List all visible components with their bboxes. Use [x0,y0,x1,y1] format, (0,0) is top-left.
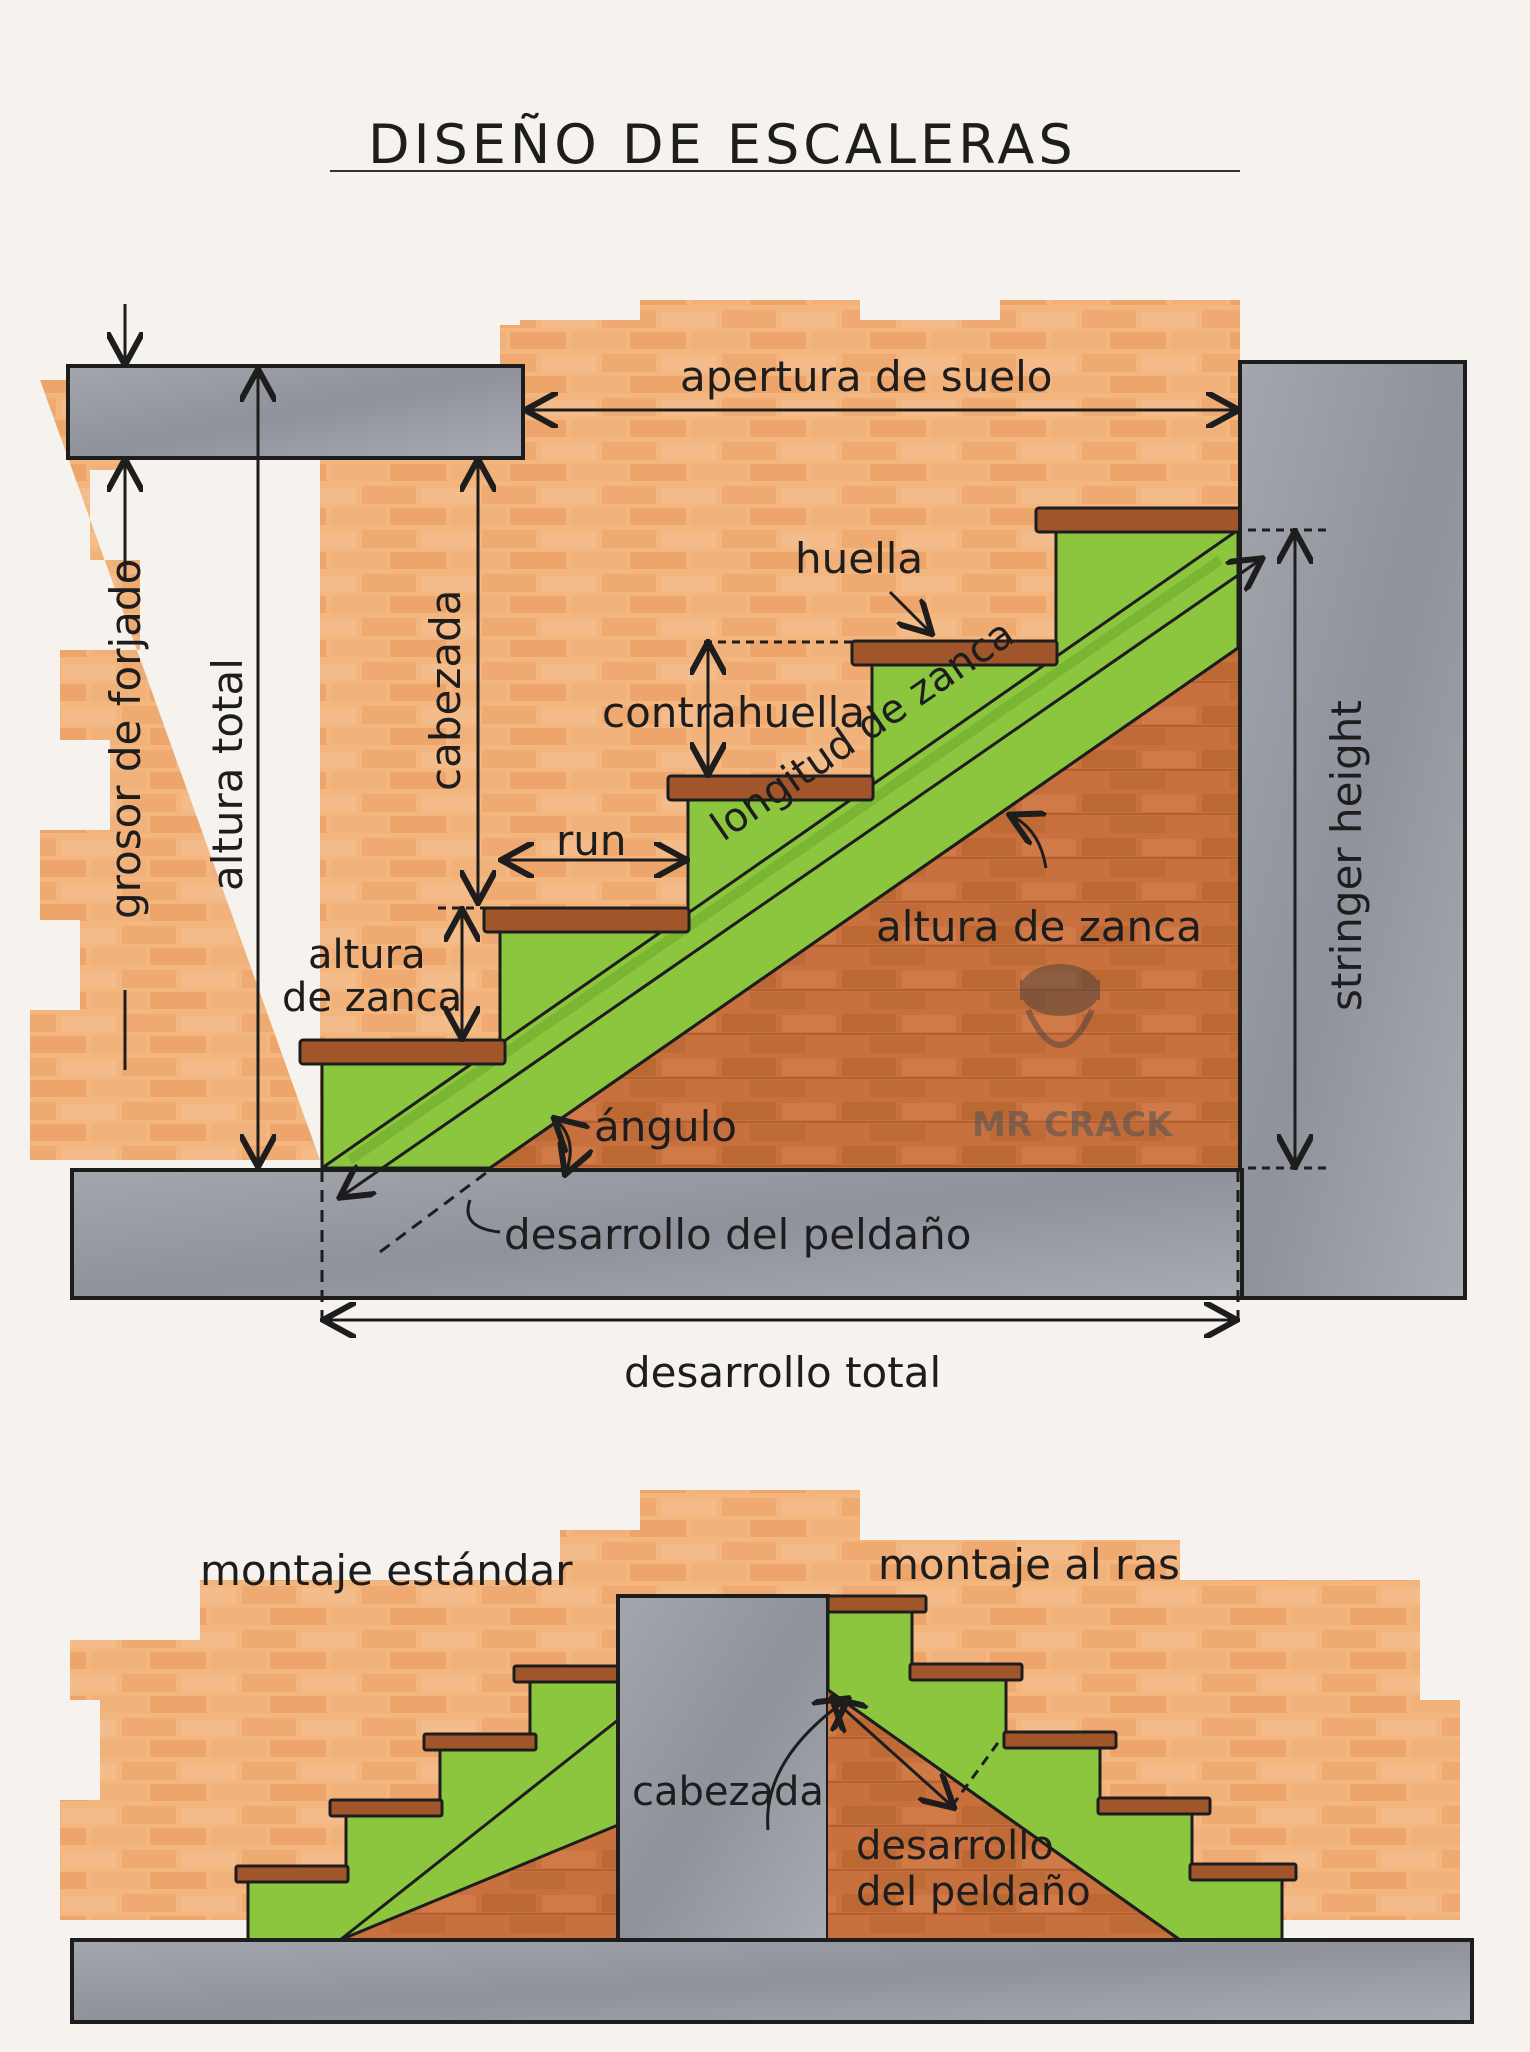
label-run: run [556,816,627,865]
label-cabezada: cabezada [421,589,470,791]
lr-tread-2 [908,1662,1024,1682]
title-underline [330,170,1240,172]
lower-dimension-lines [766,1700,1002,1831]
label-lower-desarrollo-line2: del peldaño [856,1869,1091,1915]
lower-ground-slab [70,1938,1474,2024]
label-stringer-height: stringer height [1322,700,1371,1011]
angle-arc [556,1120,570,1172]
dim-desarrollo-peldano [379,1168,491,1254]
lower-dim-desarrollo [834,1700,952,1806]
label-huella: huella [795,534,924,583]
lr-tread-4 [1096,1796,1212,1816]
tread-5 [1034,506,1243,534]
label-altura-total: altura total [203,658,252,891]
watermark-text: MR CRACK [972,1105,1173,1145]
ll-tread-1 [234,1864,350,1884]
lr-tread-3 [1002,1730,1118,1750]
lower-left-treads [234,1664,620,1884]
leader-huella [888,590,930,632]
label-montaje-al-ras: montaje al ras [878,1540,1180,1589]
tread-1 [298,1038,507,1066]
label-desarrollo-total: desarrollo total [624,1348,942,1397]
label-lower-cabezada: cabezada [632,1769,824,1815]
lr-tread-5 [1188,1862,1298,1882]
lower-right-treads [826,1594,1298,1882]
label-apertura-de-suelo: apertura de suelo [680,352,1053,401]
label-desarrollo-del-peldano: desarrollo del peldaño [504,1210,972,1259]
dimension-lines [125,304,1330,1320]
label-grosor-de-forjado: grosor de forjado [101,558,150,919]
lr-tread-1 [826,1594,928,1614]
page-title: DISEÑO DE ESCALERAS [368,113,1077,176]
label-montaje-estandar: montaje estándar [200,1546,573,1595]
label-lower-desarrollo-line1: desarrollo [856,1823,1054,1869]
label-angulo: ángulo [594,1102,738,1151]
label-altura-de-zanca: altura de zanca [876,902,1202,951]
label-altura-zanca-line2: de zanca [282,975,463,1021]
label-altura-zanca-line1: altura [308,932,426,978]
mr-crack-watermark [1020,964,1100,1048]
upper-floor-slab [66,364,525,460]
lower-left-stringer-line [339,1718,619,1942]
tread-2 [482,906,691,934]
label-contrahuella: contrahuella [602,688,866,737]
dim-longitud-zanca [342,560,1260,1196]
ll-tread-2 [328,1798,444,1818]
leader-altura-zanca [1012,816,1048,869]
leader-desarrollo [466,1199,501,1234]
lower-dim-desarrollo-ext [950,1739,1002,1807]
ll-tread-3 [422,1732,538,1752]
lower-center-column [616,1594,830,1942]
ll-tread-4 [512,1664,620,1684]
